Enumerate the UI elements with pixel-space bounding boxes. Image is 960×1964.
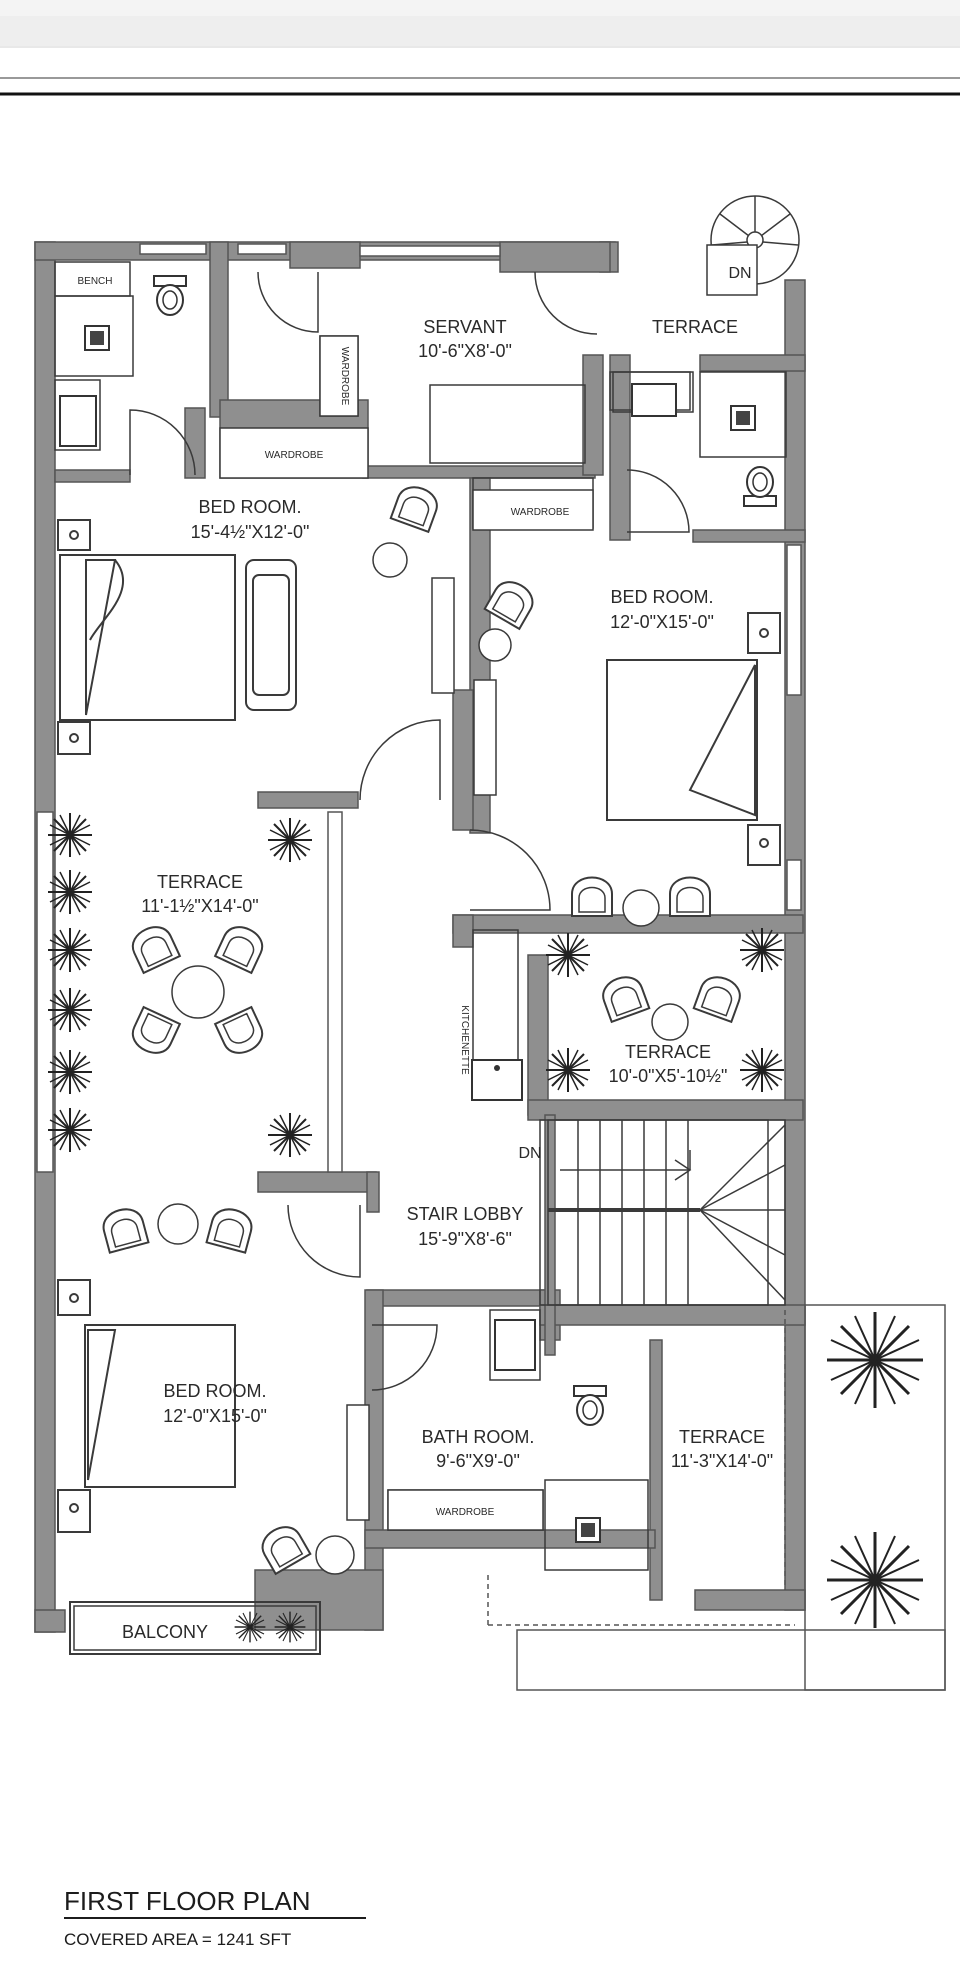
wardrobe-label-1: WARDROBE [265,450,324,461]
balcony-outline [69,1601,321,1655]
balcony-label: BALCONY [122,1622,208,1642]
wardrobe-label-2: WARDROBE [511,507,570,518]
furniture-chairs [98,481,746,1575]
servant-room-label: SERVANT [423,317,506,337]
dn-label-stair: DN [518,1145,541,1162]
bench-label: BENCH [77,276,112,287]
terrace-top-label: TERRACE [652,317,738,337]
servant-room-dims: 10'-6"X8'-0" [418,341,512,361]
beds [57,519,781,1533]
bedroom-1-label: BED ROOM. [198,497,301,517]
plan-subtitle: COVERED AREA = 1241 SFT [64,1930,291,1949]
stair-lobby-dims: 15'-9"X8'-6" [418,1229,512,1249]
stair-lobby-label: STAIR LOBBY [407,1204,524,1224]
bathroom-label: BATH ROOM. [422,1427,535,1447]
bedroom-1-dims: 15'-4½"X12'-0" [191,522,310,542]
spiral-stair [706,195,800,296]
kitchenette-label: KITCHENETTE [459,1005,470,1075]
bedroom-2-dims: 12'-0"X15'-0" [610,612,714,632]
wardrobes [219,335,594,1531]
wardrobe-label-vertical: WARDROBE [339,347,350,406]
terrace-2-label: TERRACE [625,1042,711,1062]
terrace-2-dims: 10'-0"X5'-10½" [609,1066,728,1086]
terrace-3-dims: 11'-3"X14'-0" [671,1451,773,1471]
dn-label-spiral: DN [728,265,751,282]
header-band [0,16,960,46]
bedroom-2-label: BED ROOM. [610,587,713,607]
bathroom-dims: 9'-6"X9'-0" [436,1451,520,1471]
terrace-1-dims: 11'-1½"X14'-0" [141,896,258,916]
wardrobe-label-3: WARDROBE [436,1507,495,1518]
plan-title: FIRST FLOOR PLAN [64,1886,311,1916]
top-bar [0,0,960,16]
windows [36,243,802,1173]
outdoor-terrace-outline [487,1304,946,1691]
sanitary-fixtures [59,275,777,1543]
door-swings [129,271,690,1391]
bedroom-3-dims: 12'-0"X15'-0" [163,1406,267,1426]
bedroom-3-label: BED ROOM. [163,1381,266,1401]
desks [346,577,497,1521]
staircase [547,1119,786,1306]
terrace-1-label: TERRACE [157,872,243,892]
terrace-3-label: TERRACE [679,1427,765,1447]
